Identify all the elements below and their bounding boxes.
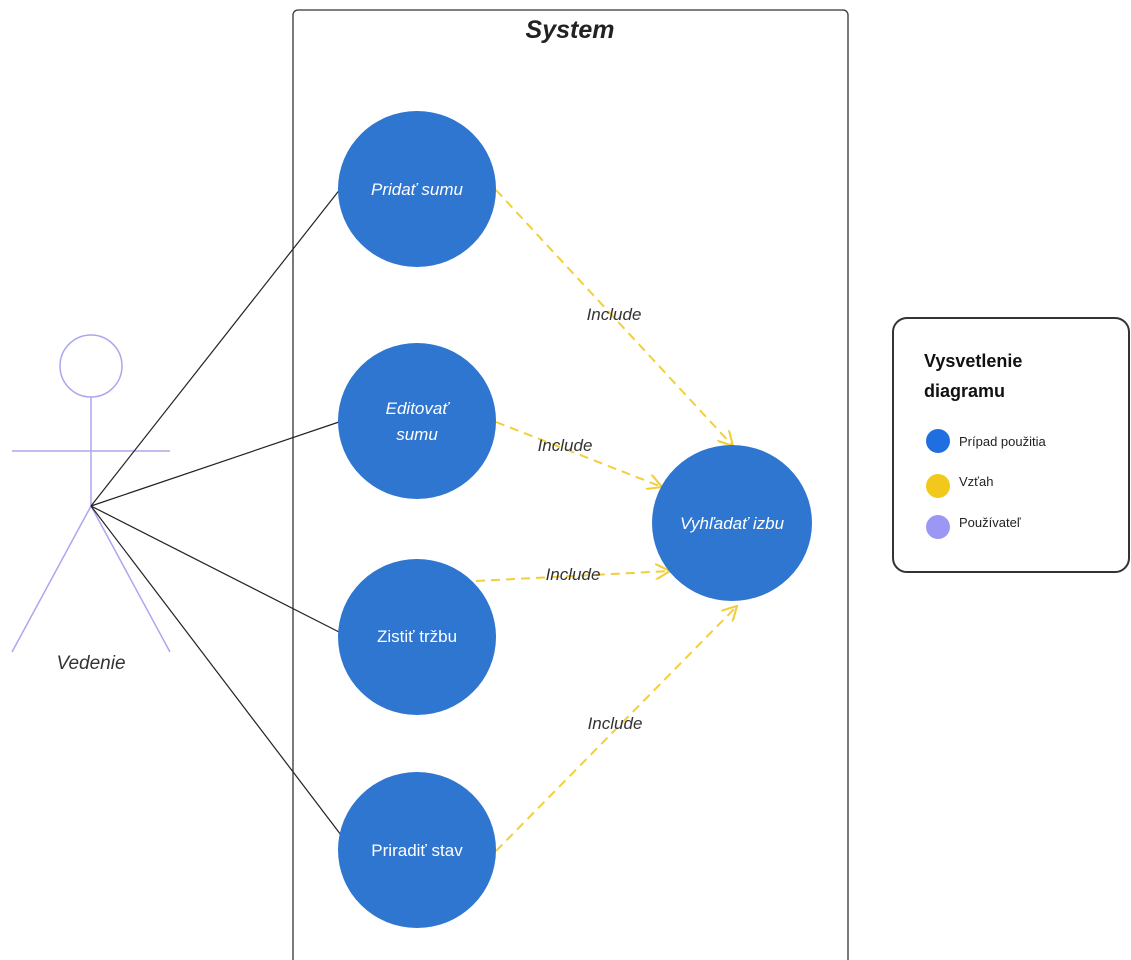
system-title: System	[526, 16, 615, 44]
include-arrow-priradit	[495, 606, 737, 852]
include-relations	[475, 189, 737, 852]
legend-dot-relation	[926, 474, 950, 498]
use-case-zistit: Zistiť tržbu	[338, 559, 496, 715]
include-label-zistit: Include	[546, 565, 601, 584]
use-case-vyhladat: Vyhľadať izbu	[652, 445, 812, 601]
legend-item-label: Vzťah	[959, 474, 994, 489]
association-editovat	[90, 421, 340, 507]
system-boundary	[292, 9, 849, 960]
use-case-label: Editovať	[386, 399, 451, 418]
actor-head	[59, 334, 123, 398]
association-priradit	[90, 505, 342, 836]
use-case-editovat: Editovať sumu	[338, 343, 496, 499]
include-label-editovat: Include	[538, 436, 593, 455]
actor-right-leg	[90, 505, 171, 653]
use-case-priradit: Priradiť stav	[338, 772, 496, 928]
legend-title: Vysvetlenie	[924, 351, 1022, 371]
use-case-label: Pridať sumu	[371, 180, 464, 199]
include-arrow-pridat	[495, 189, 733, 446]
use-case-label: Priradiť stav	[371, 841, 463, 860]
association-zistit	[90, 505, 340, 633]
include-label-pridat: Include	[587, 305, 642, 324]
use-case-label: Zistiť tržbu	[377, 627, 457, 646]
legend-item-label: Prípad použitia	[959, 434, 1046, 449]
legend-box	[892, 317, 1130, 573]
legend-title: diagramu	[924, 381, 1005, 401]
associations	[90, 187, 342, 836]
include-arrow-zistit	[475, 571, 670, 582]
actor-label: Vedenie	[56, 653, 125, 674]
actor-vedenie	[11, 334, 171, 653]
legend-item-label: Používateľ	[959, 515, 1021, 530]
use-case-label: sumu	[396, 425, 438, 444]
legend-dot-use-case	[926, 429, 950, 453]
association-pridat	[90, 187, 342, 507]
use-case-pridat: Pridať sumu	[338, 111, 496, 267]
legend-dot-user	[926, 515, 950, 539]
include-label-priradit: Include	[588, 714, 643, 733]
actor-left-leg	[11, 505, 92, 653]
legend: Vysvetlenie diagramu Prípad použitia Vzť…	[892, 317, 1130, 573]
use-case-label: Vyhľadať izbu	[680, 514, 785, 533]
